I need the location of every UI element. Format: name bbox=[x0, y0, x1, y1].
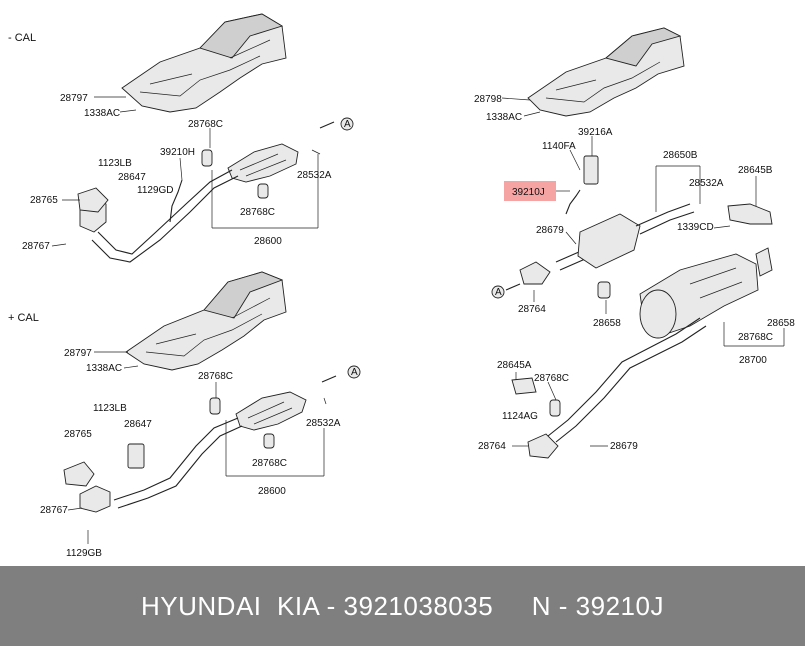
part-number-footer: HYUNDAI KIA - 3921038035 N - 39210J bbox=[0, 566, 805, 646]
section-label-plus-cal: + CAL bbox=[8, 312, 39, 324]
part-label-1123lb-bottom: 1123LB bbox=[93, 403, 127, 414]
part-label-1339cd: 1339CD bbox=[677, 222, 714, 233]
heat-shield-top-left bbox=[121, 13, 287, 113]
part-label-1124ag: 1124AG bbox=[502, 411, 538, 422]
part-label-28679-lower: 28679 bbox=[610, 441, 638, 452]
part-label-28658-hanger: 28658 bbox=[593, 318, 621, 329]
part-label-28768c-top-b: 28768C bbox=[240, 207, 275, 218]
callout-a-label: A bbox=[344, 119, 351, 130]
callout-a-top-left bbox=[340, 117, 354, 131]
part-label-28764-upper: 28764 bbox=[518, 304, 546, 315]
bracket-28647-bottom bbox=[127, 443, 145, 469]
part-label-28765-bottom: 28765 bbox=[64, 429, 92, 440]
part-label-28647-top: 28647 bbox=[118, 172, 146, 183]
part-label-28645a: 28645A bbox=[497, 360, 532, 371]
catalytic-converter-top-left bbox=[227, 143, 299, 183]
part-label-1129gd: 1129GD bbox=[137, 185, 174, 196]
part-label-28700: 28700 bbox=[739, 355, 767, 366]
part-label-28798: 28798 bbox=[474, 94, 502, 105]
part-label-28532a-bottom: 28532A bbox=[306, 418, 341, 429]
center-muffler bbox=[555, 203, 695, 271]
main-muffler bbox=[639, 247, 773, 339]
part-label-28647-bottom: 28647 bbox=[124, 419, 152, 430]
footer-oem-number: N - 39210J bbox=[531, 590, 664, 621]
gasket-28764-lower bbox=[527, 433, 559, 459]
oxygen-sensor-39210j bbox=[565, 189, 581, 215]
part-label-28768c-bottom-a: 28768C bbox=[198, 371, 233, 382]
bracket-28645a bbox=[511, 377, 537, 395]
callout-a-label: A bbox=[495, 287, 502, 298]
part-label-28768c-top-a: 28768C bbox=[188, 119, 223, 130]
bracket-39216a bbox=[583, 155, 599, 185]
hanger-28768c-bottom-a bbox=[209, 397, 221, 415]
part-label-28768c-right-a: 28768C bbox=[738, 332, 773, 343]
gasket-28764-upper bbox=[519, 261, 551, 285]
part-label-28768c-right-b: 28768C bbox=[534, 373, 569, 384]
oxygen-sensor-top-left bbox=[169, 179, 183, 223]
front-pipe-top-left bbox=[79, 169, 239, 263]
exhaust-parts-diagram: - CAL A 28797 1338AC 28768C 39210H 28532… bbox=[8, 13, 795, 559]
footer-spacer bbox=[493, 591, 532, 622]
highlight-39210j bbox=[504, 181, 556, 201]
part-label-28765-top: 28765 bbox=[30, 195, 58, 206]
part-label-28532a-top: 28532A bbox=[297, 170, 332, 181]
part-label-28797-top: 28797 bbox=[60, 93, 88, 104]
part-label-28650b: 28650B bbox=[663, 150, 698, 161]
catalytic-converter-bottom-left bbox=[235, 391, 307, 431]
callout-a-bottom-left bbox=[347, 365, 361, 379]
part-label-28768c-bottom-b: 28768C bbox=[252, 458, 287, 469]
part-label-1338ac-top: 1338AC bbox=[84, 108, 120, 119]
part-label-39216a: 39216A bbox=[578, 127, 613, 138]
gasket-28765-top bbox=[77, 187, 109, 213]
section-label-minus-cal: - CAL bbox=[8, 32, 36, 44]
heat-shield-bottom-left bbox=[125, 271, 287, 371]
part-label-1338ac-bottom: 1338AC bbox=[86, 363, 122, 374]
part-label-28767-top: 28767 bbox=[22, 241, 50, 252]
hanger-28768c-top-a bbox=[201, 149, 213, 167]
gasket-28765-bottom bbox=[63, 461, 95, 487]
part-label-28797-bottom: 28797 bbox=[64, 348, 92, 359]
part-label-28600-top: 28600 bbox=[254, 236, 282, 247]
part-label-28767-bottom: 28767 bbox=[40, 505, 68, 516]
hanger-28658 bbox=[597, 281, 611, 299]
callout-a-right bbox=[491, 285, 505, 299]
part-label-1140fa: 1140FA bbox=[542, 141, 576, 152]
footer-brand-part-number: HYUNDAI KIA - 3921038035 bbox=[141, 590, 494, 621]
hanger-28768c-bottom-b bbox=[263, 433, 275, 449]
arrow-to-a-bottom-left bbox=[321, 375, 337, 383]
part-label-1123lb-top: 1123LB bbox=[98, 158, 132, 169]
front-pipe-bottom-left bbox=[79, 417, 243, 513]
hanger-28768c-top-b bbox=[257, 183, 269, 199]
part-label-28532a-right: 28532A bbox=[689, 178, 724, 189]
part-label-1129gb: 1129GB bbox=[66, 548, 102, 559]
part-label-28679-upper: 28679 bbox=[536, 225, 564, 236]
arrow-to-a-right bbox=[505, 283, 521, 291]
heat-shield-right bbox=[527, 27, 685, 117]
part-label-28764-lower: 28764 bbox=[478, 441, 506, 452]
arrow-to-a-top-left bbox=[319, 121, 335, 129]
part-label-39210j: 39210J bbox=[512, 187, 545, 198]
part-label-28658-right: 28658 bbox=[767, 318, 795, 329]
part-label-28645b: 28645B bbox=[738, 165, 773, 176]
part-label-1338ac-right: 1338AC bbox=[486, 112, 522, 123]
bracket-28645b bbox=[727, 203, 773, 225]
callout-a-label: A bbox=[351, 367, 358, 378]
tail-pipe bbox=[547, 317, 707, 443]
part-label-28600-bottom: 28600 bbox=[258, 486, 286, 497]
part-label-39210h: 39210H bbox=[160, 147, 195, 158]
hanger-28768c-right bbox=[549, 399, 561, 417]
